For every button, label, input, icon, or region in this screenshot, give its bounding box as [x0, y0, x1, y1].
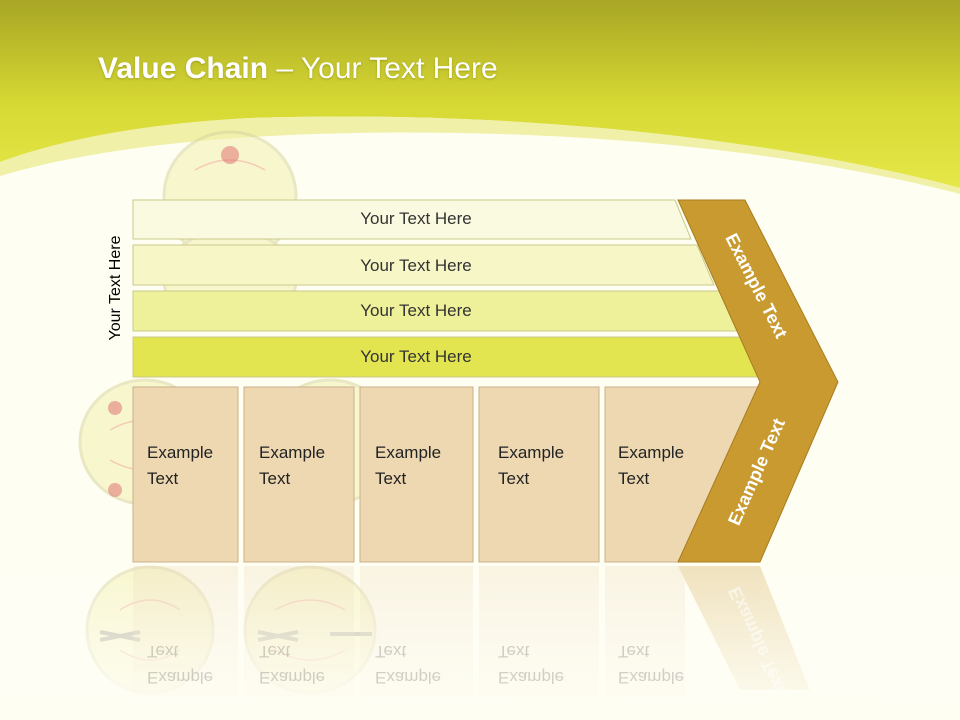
bar-1-shape [132, 199, 692, 240]
reflection-5-line2: Text [618, 642, 650, 661]
column-4-line1: Example [498, 443, 565, 462]
reflection-4-line1: Example [498, 668, 565, 687]
reflection-text-1: Example Text [147, 638, 213, 690]
column-3-shape [359, 386, 474, 563]
reflection-3-line2: Text [375, 642, 407, 661]
header-band [0, 0, 960, 188]
column-2-label: Example Text [259, 440, 325, 492]
bar-3-label: Your Text Here [360, 301, 472, 320]
column-5-line2: Text [618, 469, 650, 488]
column-5-label: Example Text [618, 440, 684, 492]
column-2-line1: Example [259, 443, 326, 462]
column-4-shape [478, 386, 600, 563]
bar-1-label: Your Text Here [360, 209, 472, 228]
reflection-3-line1: Example [375, 668, 442, 687]
reflection-1-line1: Example [147, 668, 214, 687]
reflection-text-5: Example Text [618, 638, 684, 690]
reflection-5-line1: Example [618, 668, 685, 687]
column-3-label: Example Text [375, 440, 441, 492]
reflection-1-line2: Text [147, 642, 179, 661]
bar-2-label: Your Text Here [360, 256, 472, 275]
column-1-line2: Text [147, 469, 179, 488]
reflection-text-3: Example Text [375, 638, 441, 690]
column-1-line1: Example [147, 443, 214, 462]
bar-2-shape [132, 244, 715, 286]
title-rest: – Your Text Here [268, 52, 498, 85]
bar-4-label: Your Text Here [360, 347, 472, 366]
column-1-label: Example Text [147, 440, 213, 492]
reflection-text-2: Example Text [259, 638, 325, 690]
reflection-2-line1: Example [259, 668, 326, 687]
reflection-text-4: Example Text [498, 638, 564, 690]
column-4-label: Example Text [498, 440, 564, 492]
column-5-line1: Example [618, 443, 685, 462]
column-1-shape [132, 386, 239, 563]
title-bold: Value Chain [98, 52, 269, 85]
column-3-line1: Example [375, 443, 442, 462]
column-2-shape [243, 386, 355, 563]
column-2-line2: Text [259, 469, 291, 488]
reflection-4-line2: Text [498, 642, 530, 661]
side-label: Your Text Here [107, 235, 124, 341]
reflection-2-line2: Text [259, 642, 291, 661]
column-3-line2: Text [375, 469, 407, 488]
page-title: Value Chain – Your Text Here [98, 52, 498, 86]
decorative-chromosomes [108, 146, 239, 497]
column-4-line2: Text [498, 469, 530, 488]
reflection-fade [0, 560, 960, 720]
